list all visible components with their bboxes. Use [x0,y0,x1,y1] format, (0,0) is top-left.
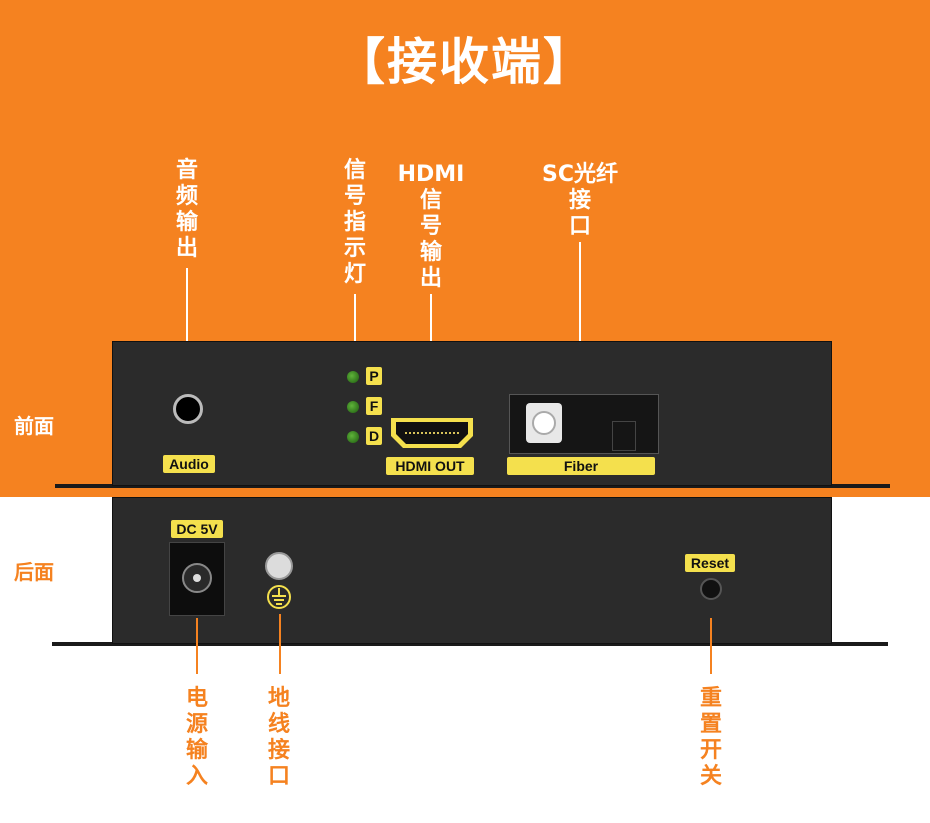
callout-ground-char: 口 [267,764,290,789]
callout-ground-line [279,614,281,674]
front-flange [55,484,890,488]
callout-indicator-char: 示 [343,236,366,261]
callout-ground-char: 地 [267,686,290,711]
front-panel: Audio P F D HDMI OUT Fiber [112,341,832,486]
callout-indicator-char: 号 [343,184,366,209]
audio-label: Audio [163,455,215,473]
callout-audio-char: 音 [175,158,198,183]
callout-indicator-char: 灯 [343,262,366,287]
callout-power-input: 电 源 输 入 [184,686,210,790]
dc-socket-icon [182,563,212,593]
callout-reset-char: 开 [699,738,722,763]
led-d-icon [347,431,359,443]
page-title: 【接收端】 [335,33,595,91]
back-label: 后面 [14,560,54,584]
callout-ground-char: 线 [267,712,290,737]
callout-reset-char: 置 [699,712,722,737]
callout-hdmi-char: HDMI [397,162,465,187]
callout-indicator-char: 指 [343,210,366,235]
callout-power-line [196,618,198,674]
callout-audio-char: 出 [175,236,198,261]
led-f-icon [347,401,359,413]
callout-audio-output: 音 频 输 出 [174,158,200,262]
front-label: 前面 [14,414,54,438]
dc-5v-label: DC 5V [171,520,223,538]
sc-latch-icon [612,421,636,451]
callout-sc-char: SC光纤 [542,162,618,187]
audio-jack[interactable] [173,394,203,424]
callout-ground-port: 地 线 接 口 [266,686,292,790]
callout-sc-line [579,242,581,382]
callout-sc-char: 接 [568,188,591,213]
callout-indicator-char: 信 [343,158,366,183]
dc-pin-icon [193,574,201,582]
callout-hdmi-char: 号 [419,214,442,239]
led-p-label: P [366,367,382,385]
callout-power-char: 输 [185,738,208,763]
ground-symbol-icon [267,585,291,609]
sc-ferrule-icon [532,411,556,435]
callout-reset-char: 关 [699,764,722,789]
callout-reset-char: 重 [699,686,722,711]
callout-power-char: 源 [185,712,208,737]
reset-button[interactable] [700,578,722,600]
led-d-label: D [366,427,382,445]
fiber-label: Fiber [507,457,655,475]
hdmi-out-label: HDMI OUT [386,457,474,475]
ground-screw-icon[interactable] [265,552,293,580]
callout-audio-char: 输 [175,210,198,235]
back-panel: DC 5V Reset [112,497,832,644]
callout-audio-char: 频 [175,184,198,209]
callout-hdmi-char: 信 [419,188,442,213]
callout-power-char: 电 [185,686,208,711]
back-flange [52,642,888,646]
callout-hdmi-output: HDMI 信 号 输 出 [396,162,466,292]
dc-power-jack[interactable] [169,542,225,616]
hdmi-port-icon[interactable] [389,414,475,450]
callout-hdmi-char: 输 [419,240,442,265]
sc-fiber-port[interactable] [509,394,659,454]
callout-audio-line [186,268,188,388]
sc-connector-icon [526,403,562,443]
callout-sc-fiber-port: SC光纤 接 口 [534,162,626,240]
callout-reset-line [710,618,712,674]
callout-indicator-lights: 信 号 指 示 灯 [342,158,368,288]
callout-sc-char: 口 [568,214,591,239]
callout-hdmi-char: 出 [419,266,442,291]
callout-indicator-line [354,294,356,362]
callout-reset-switch: 重 置 开 关 [698,686,724,790]
led-f-label: F [366,397,382,415]
callout-ground-char: 接 [267,738,290,763]
led-p-icon [347,371,359,383]
callout-power-char: 入 [185,764,208,789]
reset-label: Reset [685,554,735,572]
